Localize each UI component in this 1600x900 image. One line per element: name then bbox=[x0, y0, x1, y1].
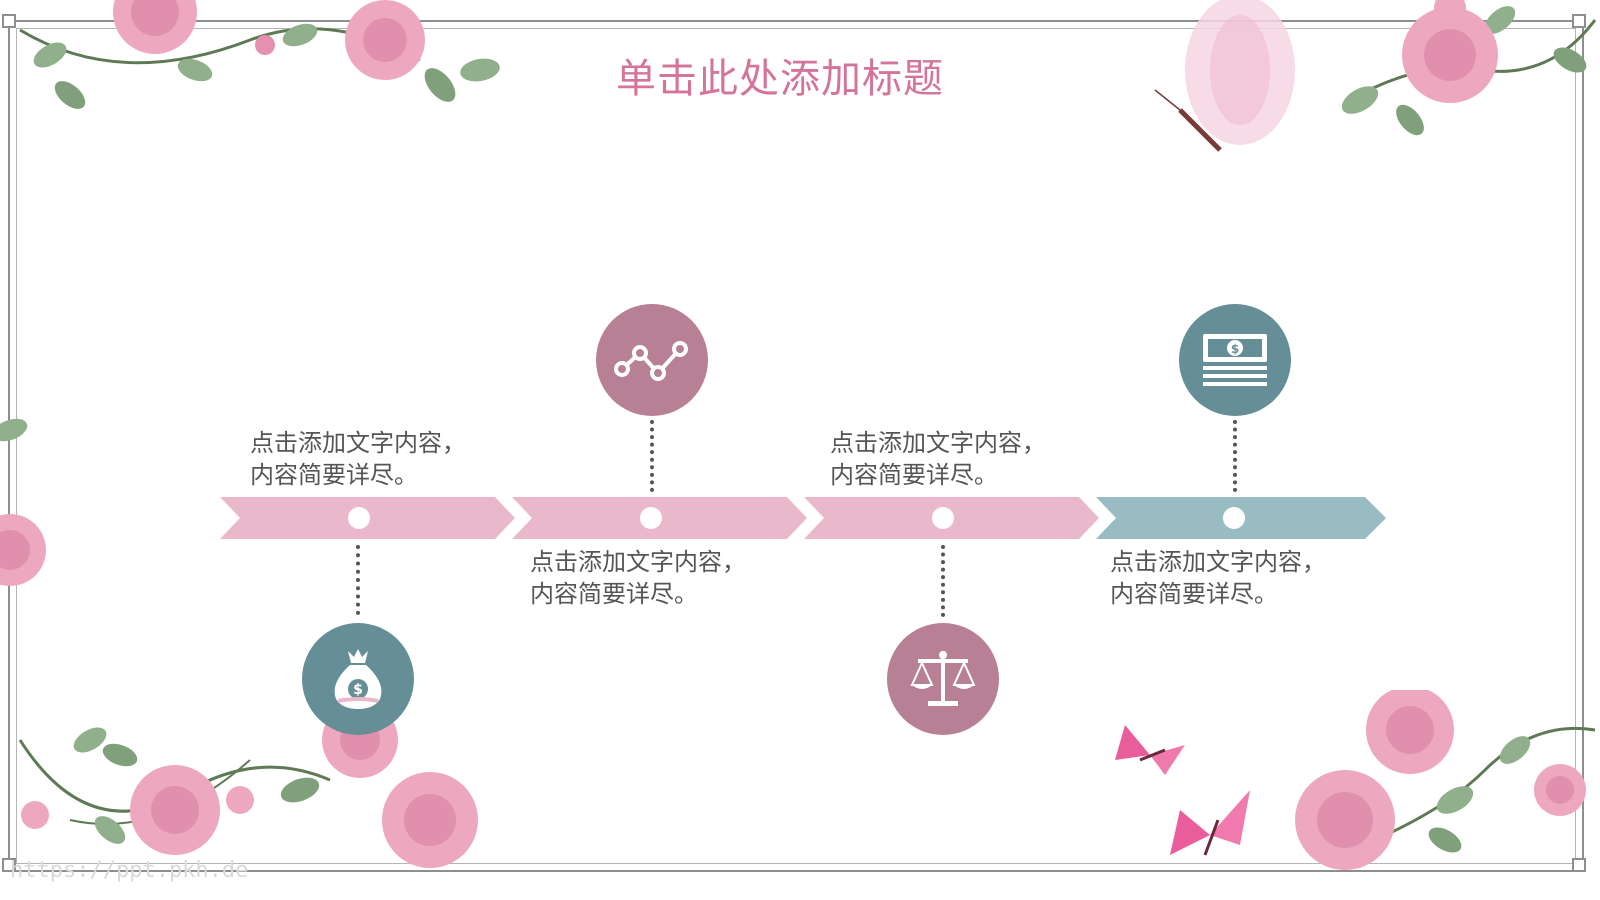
svg-text:$: $ bbox=[1231, 342, 1239, 356]
connector-line bbox=[941, 545, 945, 617]
text-line: 点击添加文字内容， bbox=[250, 429, 466, 457]
text-line: 内容简要详尽。 bbox=[530, 580, 698, 608]
cash-stack-icon: $ bbox=[1203, 334, 1267, 386]
rose-decoration-top-left bbox=[19, 0, 500, 109]
frame-corner-square bbox=[2, 14, 16, 28]
connector-line bbox=[356, 545, 360, 615]
connector-line bbox=[650, 420, 654, 492]
butterfly-decoration-small bbox=[1115, 725, 1250, 856]
timeline-arrow bbox=[220, 497, 1386, 539]
timeline-text-4[interactable]: 点击添加文字内容， 内容简要详尽。 bbox=[1110, 546, 1326, 610]
text-line: 内容简要详尽。 bbox=[250, 461, 418, 489]
watermark: https://ppt.pkh.de bbox=[10, 858, 249, 883]
timeline-text-1[interactable]: 点击添加文字内容， 内容简要详尽。 bbox=[250, 427, 466, 491]
timeline-dot bbox=[348, 507, 370, 529]
timeline-icon-4: $ bbox=[1179, 304, 1291, 416]
balance-scale-icon bbox=[910, 651, 976, 706]
timeline-dot bbox=[640, 507, 662, 529]
timeline-icon-1: $ bbox=[302, 623, 414, 735]
text-line: 点击添加文字内容， bbox=[530, 548, 746, 576]
rose-decoration-bottom-right bbox=[1295, 690, 1596, 870]
timeline-dot bbox=[1223, 507, 1245, 529]
timeline-icon-3 bbox=[887, 623, 999, 735]
slide-frame-inner bbox=[16, 28, 1576, 864]
slide-frame-outer bbox=[8, 20, 1584, 872]
frame-corner-square bbox=[2, 858, 16, 872]
timeline-icon-2 bbox=[596, 304, 708, 416]
svg-text:$: $ bbox=[353, 682, 363, 698]
frame-corner-square bbox=[1572, 14, 1586, 28]
money-bag-icon: $ bbox=[334, 649, 382, 709]
text-line: 点击添加文字内容， bbox=[1110, 548, 1326, 576]
connector-line bbox=[1233, 420, 1237, 492]
timeline-text-2[interactable]: 点击添加文字内容， 内容简要详尽。 bbox=[530, 546, 746, 610]
text-line: 内容简要详尽。 bbox=[1110, 580, 1278, 608]
rose-decoration-left-edge bbox=[0, 418, 46, 586]
text-line: 内容简要详尽。 bbox=[830, 461, 998, 489]
frame-corner-square bbox=[1572, 858, 1586, 872]
rose-decoration-top-right bbox=[1341, 0, 1597, 136]
butterfly-decoration-large bbox=[1154, 0, 1295, 152]
line-chart-icon bbox=[614, 341, 688, 381]
slide-title[interactable]: 单击此处添加标题 bbox=[616, 56, 944, 102]
timeline-text-3[interactable]: 点击添加文字内容， 内容简要详尽。 bbox=[830, 427, 1046, 491]
text-line: 点击添加文字内容， bbox=[830, 429, 1046, 457]
timeline-dot bbox=[932, 507, 954, 529]
